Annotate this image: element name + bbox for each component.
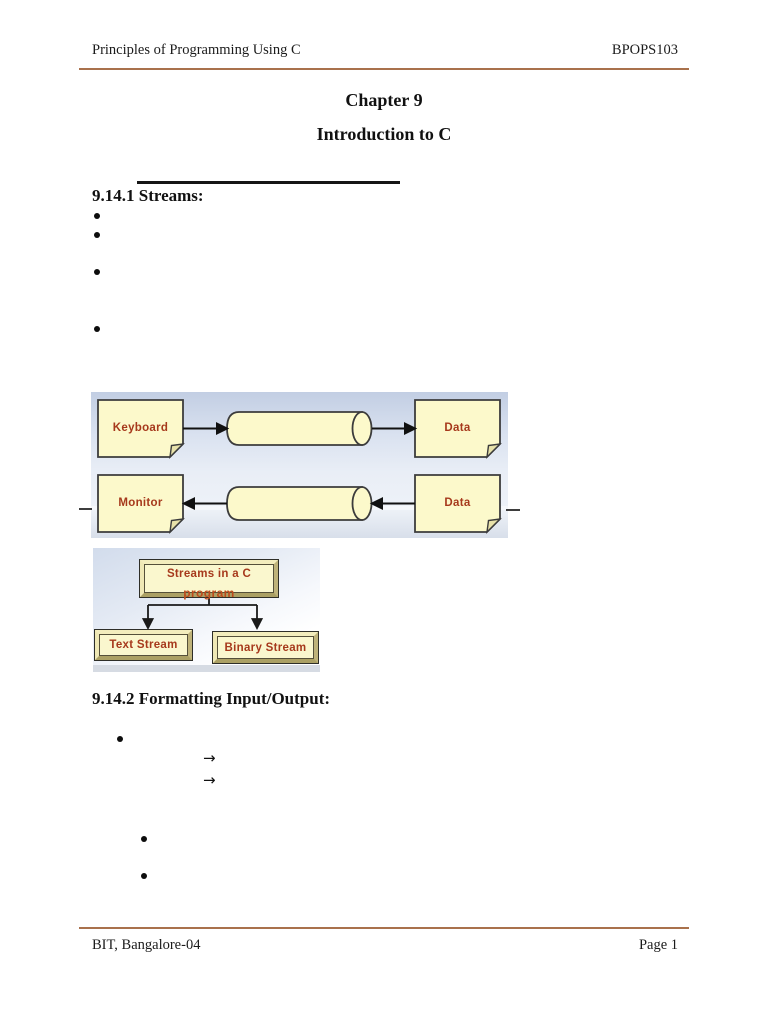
arrow-data-to-stream: [369, 496, 415, 511]
bullet-marker: [141, 836, 147, 842]
header-course-code: BPOPS103: [611, 42, 678, 58]
root-node-box: Streams in a C: [139, 559, 279, 598]
bullet-marker: [94, 269, 100, 275]
data-out-note-shape: [414, 474, 502, 534]
bullet-marker: [94, 326, 100, 332]
io-streams-canvas: [91, 392, 508, 538]
section-heading-streams: 9.14.1 Streams:: [92, 186, 204, 205]
root-node-label: Streams in a C: [166, 568, 252, 580]
chapter-subtitle: Introduction to C: [316, 124, 452, 144]
section-heading-formatting: 9.14.2 Formatting Input/Output:: [92, 689, 331, 708]
scan-band: [93, 665, 320, 672]
binary-stream-label: Binary Stream: [224, 641, 307, 654]
footer-page-number: Page 1: [638, 937, 678, 953]
chapter-title: Chapter 9: [345, 90, 423, 110]
monitor-label: Monitor: [118, 497, 163, 509]
bullet-marker: [94, 232, 100, 238]
arrow-stream-to-monitor: [181, 496, 227, 511]
root-node-overflow-label: program: [183, 586, 235, 600]
text-stream-label: Text Stream: [109, 639, 178, 651]
stream-types-diagram: Streams in a C program Text Stream Binar…: [93, 548, 320, 672]
keyboard-label: Keyboard: [112, 422, 169, 434]
data-in-label: Data: [444, 422, 471, 434]
footer-institute: BIT, Bangalore-04: [92, 937, 201, 953]
text-stream-box: Text Stream: [94, 629, 193, 661]
output-stream-cylinder: [226, 486, 373, 521]
arrow-bullet: →: [203, 749, 216, 767]
bullet-marker: [141, 873, 147, 879]
data-in-note-shape: [414, 399, 502, 459]
keyboard-note-shape: [97, 399, 185, 459]
bullet-marker: [117, 736, 123, 742]
header-rule: [79, 68, 689, 70]
arrow-stream-to-data: [372, 421, 418, 436]
arrow-keyboard-to-stream: [183, 421, 230, 436]
monitor-note-shape: [97, 474, 185, 534]
footer-rule: [79, 927, 689, 929]
header-course-title: Principles of Programming Using C: [92, 42, 301, 58]
data-out-label: Data: [444, 497, 471, 509]
io-streams-diagram: [91, 392, 508, 538]
binary-stream-box: Binary Stream: [212, 631, 319, 664]
bullet-marker: [94, 213, 100, 219]
title-underline: [137, 181, 400, 184]
input-stream-cylinder: [226, 411, 373, 446]
arrow-bullet: →: [203, 771, 216, 789]
figure-edge-tick: [506, 509, 520, 511]
figure-edge-tick: [79, 508, 92, 510]
